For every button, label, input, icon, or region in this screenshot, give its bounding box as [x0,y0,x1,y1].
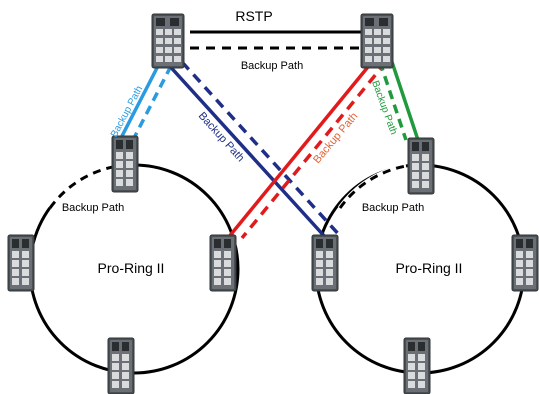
pro-ring-right-label: Pro-Ring II [396,260,463,276]
navy-backup-link [180,60,344,240]
switch-top-right-icon [360,13,394,69]
blue-backup-link [132,65,173,139]
switch-top-left-icon [151,13,185,69]
backup-path-top-label: Backup Path [241,60,303,72]
switch-right-ring-bottom-icon [403,337,431,394]
backup-path-right-ring-label: Backup Path [362,202,424,214]
switch-right-ring-top-icon [407,137,435,195]
ring-left-backup-dashed [48,164,119,209]
switch-right-ring-left-icon [311,234,339,292]
switch-right-ring-right-icon [511,234,539,292]
rstp-label: RSTP [235,8,272,24]
switch-left-ring-right-icon [209,234,237,292]
backup-path-left-ring-label: Backup Path [62,202,124,214]
backup-path-red-label: Backup Path [311,110,360,165]
backup-path-blue-label: Backup Path [109,84,145,139]
switch-left-ring-top-icon [111,135,139,193]
switch-left-ring-left-icon [7,234,35,292]
blue-link [119,65,160,139]
green-link [390,61,420,141]
pro-ring-left-label: Pro-Ring II [98,260,165,276]
switch-left-ring-bottom-icon [107,337,135,394]
red-link [226,60,374,240]
ring-right-backup-dashed [338,164,407,209]
red-backup-link [240,60,388,240]
navy-link [164,60,328,240]
green-backup-link [378,61,408,141]
backup-path-navy-label: Backup Path [196,110,247,164]
